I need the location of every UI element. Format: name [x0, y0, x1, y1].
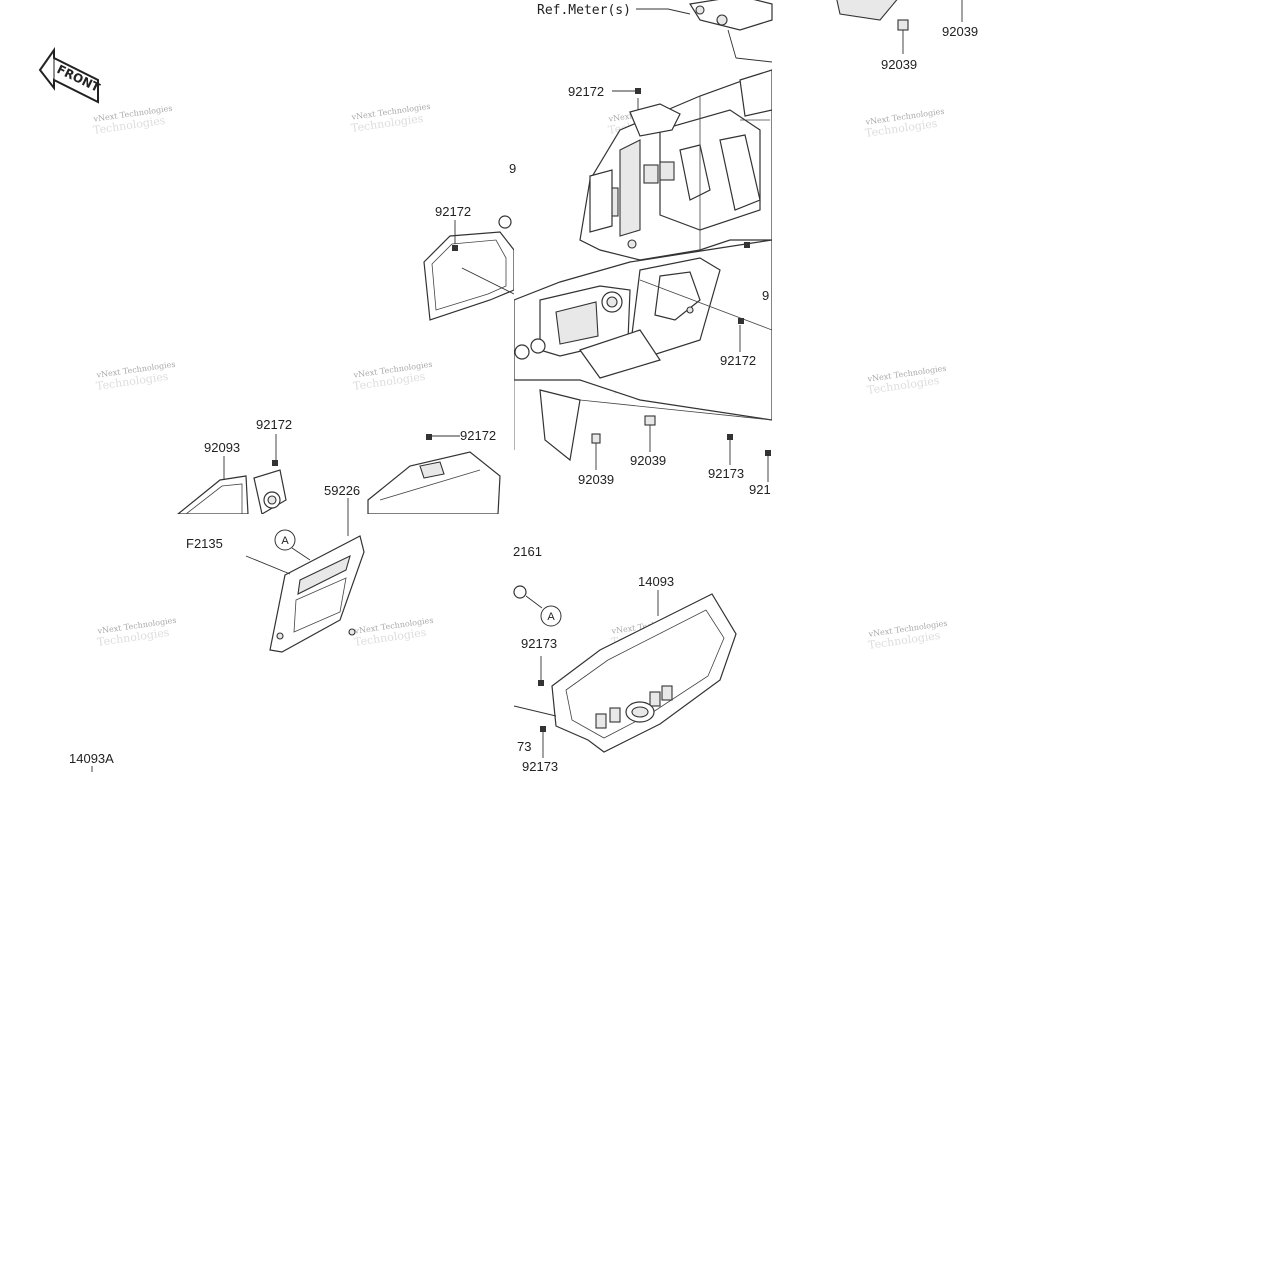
- callout-9: 9: [509, 161, 516, 176]
- callout-9: 9: [762, 288, 769, 303]
- callout-14093A: 14093A: [69, 751, 114, 766]
- dashboard-upper: [579, 69, 772, 261]
- callout-F2135: F2135: [186, 536, 223, 551]
- panel-92172: [367, 434, 501, 514]
- marker-a: A: [274, 529, 296, 551]
- marker-a-label: A: [547, 611, 555, 623]
- callout-92173: 92173: [708, 466, 744, 481]
- callout-92039: 92039: [881, 57, 917, 72]
- callout-73: 73: [517, 739, 531, 754]
- panel-14093: [513, 585, 737, 758]
- callout-92173: 92173: [522, 759, 558, 774]
- panel-59226: [245, 498, 365, 653]
- callout-92039: 92039: [578, 472, 614, 487]
- bracket-top-right: [836, 0, 898, 21]
- callout-92039: 92039: [630, 453, 666, 468]
- callout-921: 921: [749, 482, 771, 497]
- callout-92172: 92172: [720, 353, 756, 368]
- callout-92173: 92173: [521, 636, 557, 651]
- ref-meter-label: Ref.Meter(s): [537, 3, 631, 18]
- callout-2161: 2161: [513, 544, 542, 559]
- front-arrow-icon: FRONT: [38, 46, 103, 104]
- fastener-92039: [897, 0, 963, 54]
- callout-92172: 92172: [256, 417, 292, 432]
- callout-92093: 92093: [204, 440, 240, 455]
- meter-bracket: [636, 0, 773, 63]
- callout-92172: 92172: [568, 84, 604, 99]
- callout-59226: 59226: [324, 483, 360, 498]
- trim-left-top: [423, 215, 514, 321]
- callout-92039: 92039: [942, 24, 978, 39]
- callout-92172: 92172: [460, 428, 496, 443]
- callout-14093: 14093: [638, 574, 674, 589]
- marker-a-label: A: [281, 535, 289, 547]
- dashboard-lower: [514, 239, 772, 482]
- marker-a: A: [540, 605, 562, 627]
- frame-92093: [177, 434, 287, 514]
- callout-92172: 92172: [435, 204, 471, 219]
